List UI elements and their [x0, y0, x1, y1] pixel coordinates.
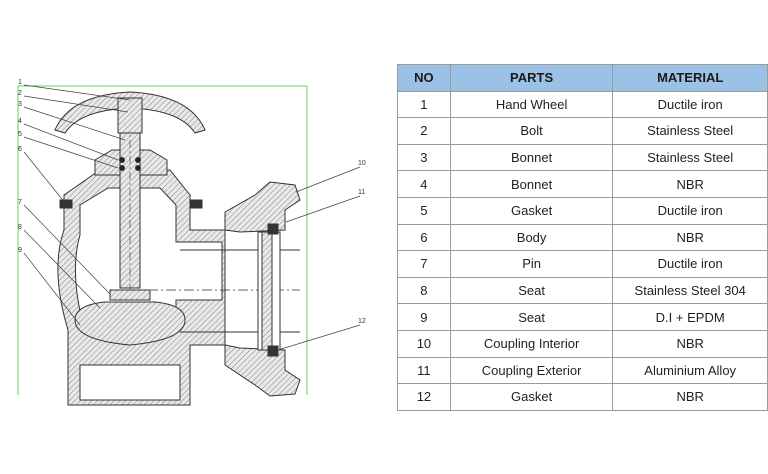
cell-material: NBR: [612, 383, 768, 411]
cell-part: Body: [449, 223, 614, 252]
callout-2: 2: [18, 90, 22, 97]
cell-no: 8: [397, 276, 451, 305]
callout-11: 11: [358, 189, 365, 196]
cell-material: NBR: [612, 223, 768, 252]
cell-no: 12: [397, 383, 451, 411]
header-row: NO PARTS MATERIAL: [397, 64, 768, 92]
cell-material: Ductile iron: [612, 196, 768, 225]
cell-material: NBR: [612, 170, 768, 198]
header-parts: PARTS: [449, 64, 614, 92]
cell-no: 9: [397, 303, 451, 331]
cell-part: Gasket: [449, 196, 614, 225]
cell-no: 6: [397, 223, 451, 252]
hand-wheel: [54, 91, 206, 134]
cell-material: Stainless Steel: [612, 143, 768, 172]
cell-no: 10: [397, 329, 451, 358]
seat-disc: [74, 289, 186, 346]
cell-no: 5: [397, 196, 451, 225]
cell-part: Seat: [449, 276, 614, 305]
header-no: NO: [397, 64, 451, 92]
cell-no: 3: [397, 143, 451, 172]
cell-no: 7: [397, 250, 451, 278]
callout-3: 3: [18, 101, 22, 108]
cell-part: Hand Wheel: [449, 90, 614, 119]
cell-no: 4: [397, 170, 451, 198]
cell-part: Bonnet: [449, 143, 614, 172]
coupling: [224, 181, 301, 397]
callout-1: 1: [18, 79, 22, 86]
valve-section-drawing: 1 2 3 4 5 6 7 8 9 10 11 12: [17, 79, 366, 406]
cell-material: Ductile iron: [612, 90, 768, 119]
callout-12: 12: [358, 318, 366, 325]
cell-part: Pin: [449, 250, 614, 278]
callout-5: 5: [18, 131, 22, 138]
cell-material: Aluminium Alloy: [612, 356, 768, 385]
cell-material: Stainless Steel 304: [612, 276, 768, 305]
callout-8: 8: [18, 224, 22, 231]
cell-part: Bolt: [449, 117, 614, 145]
cell-material: D.I + EPDM: [612, 303, 768, 331]
callout-10: 10: [358, 160, 366, 167]
guide-lines: [17, 85, 308, 395]
cell-part: Coupling Exterior: [449, 356, 614, 385]
header-material: MATERIAL: [612, 64, 768, 92]
callout-6: 6: [18, 146, 22, 153]
cell-no: 2: [397, 117, 451, 145]
cell-part: Seat: [449, 303, 614, 331]
cell-part: Bonnet: [449, 170, 614, 198]
cell-part: Gasket: [449, 383, 614, 411]
cell-no: 1: [397, 90, 451, 119]
callout-9: 9: [18, 247, 22, 254]
callout-7: 7: [18, 199, 22, 206]
stem: [119, 107, 141, 300]
callout-labels: 1 2 3 4 5 6 7 8 9 10 11 12: [18, 79, 366, 325]
cell-material: NBR: [612, 329, 768, 358]
callout-4: 4: [18, 118, 22, 125]
cell-part: Coupling Interior: [449, 329, 614, 358]
cell-no: 11: [397, 356, 451, 385]
table-header: NO PARTS MATERIAL: [397, 64, 768, 92]
leader-lines: [23, 84, 361, 351]
cell-material: Ductile iron: [612, 250, 768, 278]
cell-material: Stainless Steel: [612, 117, 768, 145]
